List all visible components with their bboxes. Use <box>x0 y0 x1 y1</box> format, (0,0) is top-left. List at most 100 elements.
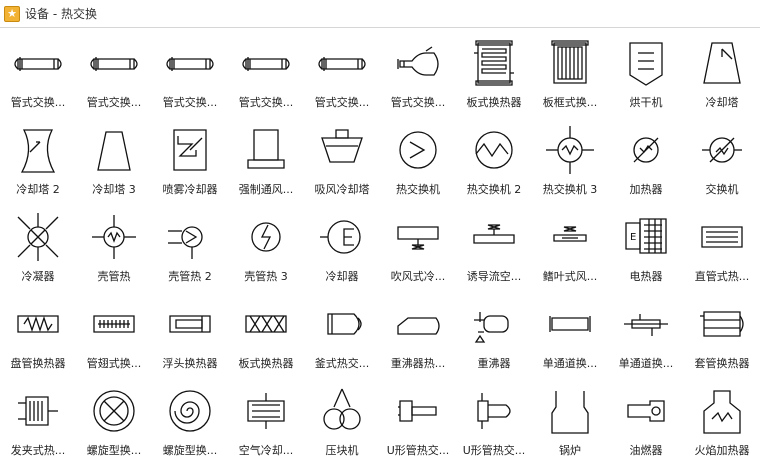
shape-item[interactable]: 鳍叶式风... <box>532 204 608 291</box>
shape-label: 鳍叶式风... <box>542 270 598 283</box>
shape-item[interactable]: 管翅式换... <box>76 291 152 378</box>
shape-item[interactable]: 管式交换... <box>228 30 304 117</box>
shape-label: 板式换热器 <box>466 96 522 109</box>
shape-item[interactable]: 板式换热器 <box>228 291 304 378</box>
shape-item[interactable]: 吸风冷却塔 <box>304 117 380 204</box>
hairpin-exchanger-icon <box>10 378 66 440</box>
shape-item[interactable]: 直管式热... <box>684 204 760 291</box>
shape-item[interactable]: 热交换机 3 <box>532 117 608 204</box>
shape-label: 螺旋型换... <box>162 444 218 457</box>
shape-label: 热交换机 <box>396 183 440 196</box>
floating-head-icon <box>162 291 218 353</box>
shape-label: 直管式热... <box>694 270 750 283</box>
boiler-icon <box>542 378 598 440</box>
shape-label: 单通道换... <box>542 357 598 370</box>
shape-item[interactable]: 盘管换热器 <box>0 291 76 378</box>
heat-exchanger-zigzag-icon <box>466 117 522 179</box>
shape-label: 空气冷却... <box>238 444 294 457</box>
shape-label: 壳管热 <box>97 270 131 283</box>
shape-item[interactable]: 板框式换... <box>532 30 608 117</box>
shape-item[interactable]: U形管热交... <box>456 378 532 465</box>
shape-item[interactable]: 烘干机 <box>608 30 684 117</box>
shape-item[interactable]: 冷却塔 2 <box>0 117 76 204</box>
shape-label: 交换机 <box>705 183 739 196</box>
shape-grid: 管式交换... 管式交换... 管式交换... 管式交换... 管式交换... … <box>0 30 760 470</box>
shape-label: 喷雾冷却器 <box>162 183 218 196</box>
shape-item[interactable]: 壳管热 <box>76 204 152 291</box>
shape-item[interactable]: 管式交换... <box>380 30 456 117</box>
shape-item[interactable]: 冷凝器 <box>0 204 76 291</box>
tube-exchanger-kettle-icon <box>390 30 446 92</box>
shape-item[interactable]: 强制通风... <box>228 117 304 204</box>
shell-tube-exchanger-icon <box>314 30 370 92</box>
shape-item[interactable]: 壳管热 2 <box>152 204 228 291</box>
shape-item[interactable]: 螺旋型换... <box>152 378 228 465</box>
cooler-icon <box>314 204 370 266</box>
shape-label: 管式交换... <box>390 96 446 109</box>
shape-label: 螺旋型换... <box>86 444 142 457</box>
shape-item[interactable]: 冷却器 <box>304 204 380 291</box>
shape-item[interactable]: 火焰加热器 <box>684 378 760 465</box>
shape-label: 强制通风... <box>238 183 294 196</box>
shape-item[interactable]: E 电热器 <box>608 204 684 291</box>
reboiler-heat-icon <box>390 291 446 353</box>
shape-label: 诱导流空... <box>466 270 522 283</box>
shape-item[interactable]: 热交换机 2 <box>456 117 532 204</box>
plate-exchanger-icon <box>466 30 522 92</box>
shape-item[interactable]: 锅炉 <box>532 378 608 465</box>
shape-item[interactable]: 冷却塔 3 <box>76 117 152 204</box>
window-titlebar: ★ 设备 - 热交换 <box>0 0 760 28</box>
shape-item[interactable]: 热交换机 <box>380 117 456 204</box>
shape-label: 热交换机 3 <box>542 183 598 196</box>
shape-item[interactable]: U形管热交... <box>380 378 456 465</box>
shape-item[interactable]: 冷却塔 <box>684 30 760 117</box>
shape-label: 单通道换... <box>618 357 674 370</box>
shape-item[interactable]: 喷雾冷却器 <box>152 117 228 204</box>
shape-item[interactable]: 空气冷却... <box>228 378 304 465</box>
shape-label: 热交换机 2 <box>466 183 522 196</box>
shape-item[interactable]: 发夹式热... <box>0 378 76 465</box>
u-tube-icon <box>390 378 446 440</box>
shape-item[interactable]: 单通道换... <box>532 291 608 378</box>
shape-item[interactable]: 壳管热 3 <box>228 204 304 291</box>
shape-item[interactable]: 加热器 <box>608 117 684 204</box>
heater-icon <box>618 117 674 179</box>
shape-item[interactable]: 板式换热器 <box>456 30 532 117</box>
shape-item[interactable]: 重沸器热... <box>380 291 456 378</box>
shape-label: 油燃器 <box>629 444 663 457</box>
shape-item[interactable]: 管式交换... <box>152 30 228 117</box>
briquetting-icon <box>314 378 370 440</box>
shell-tube-heat-2-icon <box>162 204 218 266</box>
shape-item[interactable]: 吹风式冷... <box>380 204 456 291</box>
shell-tube-exchanger-icon <box>162 30 218 92</box>
shape-label: 发夹式热... <box>10 444 66 457</box>
shape-item[interactable]: 螺旋型换... <box>76 378 152 465</box>
shape-item[interactable]: 管式交换... <box>76 30 152 117</box>
shape-label: 冷却塔 3 <box>92 183 136 196</box>
shape-item[interactable]: 管式交换... <box>304 30 380 117</box>
plate-frame-exchanger-icon <box>542 30 598 92</box>
straight-tube-icon <box>694 204 750 266</box>
shape-item[interactable]: 重沸器 <box>456 291 532 378</box>
shape-item[interactable]: 釜式热交... <box>304 291 380 378</box>
shell-tube-exchanger-icon <box>10 30 66 92</box>
shape-item[interactable]: 交换机 <box>684 117 760 204</box>
shape-item[interactable]: 油燃器 <box>608 378 684 465</box>
shape-item[interactable]: 压块机 <box>304 378 380 465</box>
shape-label: U形管热交... <box>462 444 526 457</box>
shape-label: 浮头换热器 <box>162 357 218 370</box>
shape-item[interactable]: 管式交换... <box>0 30 76 117</box>
shape-item[interactable]: 诱导流空... <box>456 204 532 291</box>
shape-item[interactable]: 浮头换热器 <box>152 291 228 378</box>
u-tube-2-icon <box>466 378 522 440</box>
shape-item[interactable]: 单通道换... <box>608 291 684 378</box>
single-pass-icon <box>542 291 598 353</box>
shape-item[interactable]: 套管换热器 <box>684 291 760 378</box>
double-pipe-icon <box>694 291 750 353</box>
shape-label: 冷却塔 2 <box>16 183 60 196</box>
cooling-tower-hyperbolic-icon <box>10 117 66 179</box>
shape-label: 锅炉 <box>559 444 581 457</box>
shell-tube-exchanger-icon <box>238 30 294 92</box>
shape-label: 烘干机 <box>629 96 663 109</box>
heat-exchanger-circle-icon <box>390 117 446 179</box>
